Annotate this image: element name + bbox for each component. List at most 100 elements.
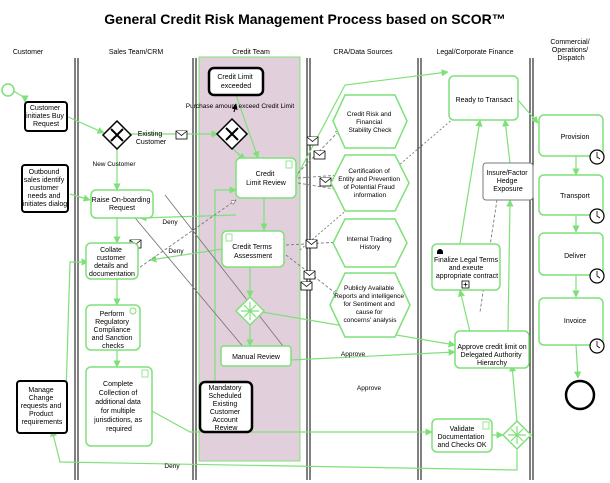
- deliver-task[interactable]: Deliver: [538, 232, 605, 284]
- lane-commercial-line: Commercial/: [550, 39, 589, 46]
- complete-collection-task[interactable]: Complete Collection of additional data f…: [85, 366, 153, 447]
- envelope-icon: [313, 150, 326, 160]
- envelope-icon: [303, 270, 316, 280]
- lane-separators: [74, 58, 534, 480]
- outbound-sales-task[interactable]: Outbound sales identify customer needs a…: [21, 164, 69, 213]
- manage-change-task[interactable]: Manage Change requests and Product requi…: [16, 380, 68, 434]
- gear-icon: [129, 307, 137, 315]
- exclusive-gateway-existing[interactable]: [215, 117, 249, 151]
- manual-review-task[interactable]: Manual Review: [220, 345, 292, 367]
- hex-text: information: [354, 192, 387, 199]
- validate-documentation-task[interactable]: Validate Documentation and Checks OK: [431, 418, 493, 453]
- transport-task[interactable]: Transport: [538, 174, 605, 224]
- timer-icon: [589, 338, 605, 354]
- raise-onboarding-task[interactable]: Raise On-boarding Request: [90, 189, 154, 219]
- ready-to-transact-task[interactable]: Ready to Transact: [448, 75, 519, 121]
- task-text: Account: [212, 417, 237, 424]
- svg-text:Perform Regulatory: Perform Regulatory Compliance and Sancti…: [92, 311, 135, 350]
- start-event[interactable]: [1, 83, 15, 97]
- task-text: and Sanction: [92, 335, 133, 342]
- svg-text:Mandatory Scheduled: Mandatory Scheduled Existing Customer Ac…: [208, 385, 243, 432]
- edge-label-approve: Approve: [341, 351, 366, 358]
- task-text: sales identify: [24, 177, 65, 184]
- finalize-legal-task[interactable]: Finalize Legal Terms and exeute appropri…: [431, 243, 501, 291]
- hex-text: Reports and intelligence: [334, 293, 404, 300]
- task-text: Exposure: [493, 186, 523, 193]
- envelope-icon: [306, 136, 319, 146]
- svg-text:Manage Change requ: Manage Change requests and Product requi…: [21, 387, 63, 426]
- svg-text:Approve credit limit on: Approve credit limit on Delegated Author…: [457, 344, 528, 367]
- svg-text:Customer initiates Buy: Customer initiates Buy Request: [26, 105, 66, 128]
- task-text: jurisdictions, as: [93, 417, 142, 424]
- task-text: Product: [29, 411, 53, 418]
- task-text: Complete: [103, 381, 133, 388]
- lane-commercial-line: Dispatch: [557, 55, 584, 62]
- edge-label-new-customer: New Customer: [93, 161, 137, 168]
- approve-credit-limit-task[interactable]: Approve credit limit on Delegated Author…: [454, 330, 530, 369]
- provision-task[interactable]: Provision: [538, 114, 605, 165]
- task-text: Hedge: [497, 178, 518, 185]
- document-icon: [225, 233, 233, 242]
- task-text: Ready to Transact: [456, 97, 513, 104]
- task-text: Finalize Legal Terms: [434, 257, 499, 264]
- lock-icon: [437, 249, 443, 254]
- end-event[interactable]: [564, 379, 596, 411]
- hex-text: Publicly Available: [344, 285, 394, 292]
- hex-credit-risk-check[interactable]: Credit Risk and Financial Stability Chec…: [332, 94, 408, 149]
- task-text: initiates Buy: [26, 113, 64, 120]
- svg-text:Raise On-boarding Reques: Raise On-boarding Request: [92, 197, 153, 212]
- task-text: Manage: [28, 387, 53, 394]
- parallel-gateway-credit[interactable]: [234, 295, 266, 327]
- task-text: Provision: [561, 134, 590, 141]
- credit-limit-exceeded-event[interactable]: Credit Limit exceeded: [207, 66, 265, 97]
- lane-labels: Customer Sales Team/CRM Credit Team CRA/…: [13, 39, 590, 62]
- svg-text:Credit Terms Assessment: Credit Terms Assessment: [232, 244, 274, 260]
- hex-text: Certification of: [348, 168, 390, 175]
- task-text: Hierarchy: [477, 360, 507, 367]
- task-text: details and: [94, 263, 128, 270]
- hex-text: for Sentiment and: [343, 301, 395, 308]
- edge-label-line: Customer: [136, 139, 167, 146]
- credit-terms-assessment-task[interactable]: Credit Terms Assessment: [221, 230, 285, 268]
- subprocess-plus-icon: [461, 280, 470, 289]
- hex-public-reports[interactable]: Publicly Available Reports and intellige…: [329, 272, 411, 338]
- task-text: appropriate contract: [436, 273, 498, 280]
- task-text: Review: [215, 425, 239, 432]
- perform-regulatory-task[interactable]: Perform Regulatory Compliance and Sancti…: [85, 304, 141, 351]
- collate-details-task[interactable]: Collate customer details and documentati…: [85, 242, 139, 280]
- task-text: requirements: [22, 419, 63, 426]
- insure-hedge-task[interactable]: Insure/Factor Hedge Exposure: [482, 162, 534, 201]
- parallel-gateway-validate[interactable]: [501, 419, 533, 451]
- hex-certification-entity[interactable]: Certification of Entity and Prevention o…: [330, 154, 410, 212]
- lane-credit-label: Credit Team: [232, 49, 270, 56]
- customer-buy-request-task[interactable]: Customer initiates Buy Request: [24, 101, 68, 132]
- task-text: Change: [29, 395, 54, 402]
- edge-label-deny: Deny: [168, 248, 184, 255]
- task-text: Request: [109, 205, 135, 212]
- task-text: Deliver: [564, 253, 586, 260]
- credit-limit-review-task[interactable]: Credit Limit Review: [235, 157, 297, 199]
- task-text: customer: [97, 255, 126, 262]
- svg-text:Collate customer d: Collate customer details and documentati…: [89, 247, 135, 278]
- edge-label-purchase-exceed: Purchase amount exceed Credit Limit: [186, 103, 295, 110]
- exclusive-gateway-customer-type[interactable]: [101, 119, 133, 151]
- lane-customer-label: Customer: [13, 49, 44, 56]
- task-text: and exeute: [449, 265, 484, 272]
- hex-text: Entity and Prevention: [338, 176, 400, 183]
- task-text: documentation: [89, 271, 135, 278]
- mandatory-review-event[interactable]: Mandatory Scheduled Existing Customer Ac…: [198, 380, 254, 434]
- envelope-icon: [175, 130, 188, 140]
- lane-commercial-line: Operations/: [552, 47, 588, 54]
- hex-internal-trading[interactable]: Internal Trading History: [332, 218, 408, 268]
- invoice-task[interactable]: Invoice: [538, 297, 605, 354]
- timer-icon: [589, 208, 605, 224]
- hex-text: Credit Risk and: [347, 111, 392, 118]
- svg-text:Outbound sales identify: Outbound sales identify customer needs a…: [23, 169, 67, 208]
- svg-text:Certification of Entity: Certification of Entity and Prevention o…: [338, 168, 402, 199]
- hex-text: Stability Check: [349, 127, 393, 134]
- task-text: additional data: [95, 399, 141, 406]
- task-text: required: [106, 426, 132, 433]
- task-text: Transport: [560, 193, 590, 200]
- task-text: Request: [33, 121, 59, 128]
